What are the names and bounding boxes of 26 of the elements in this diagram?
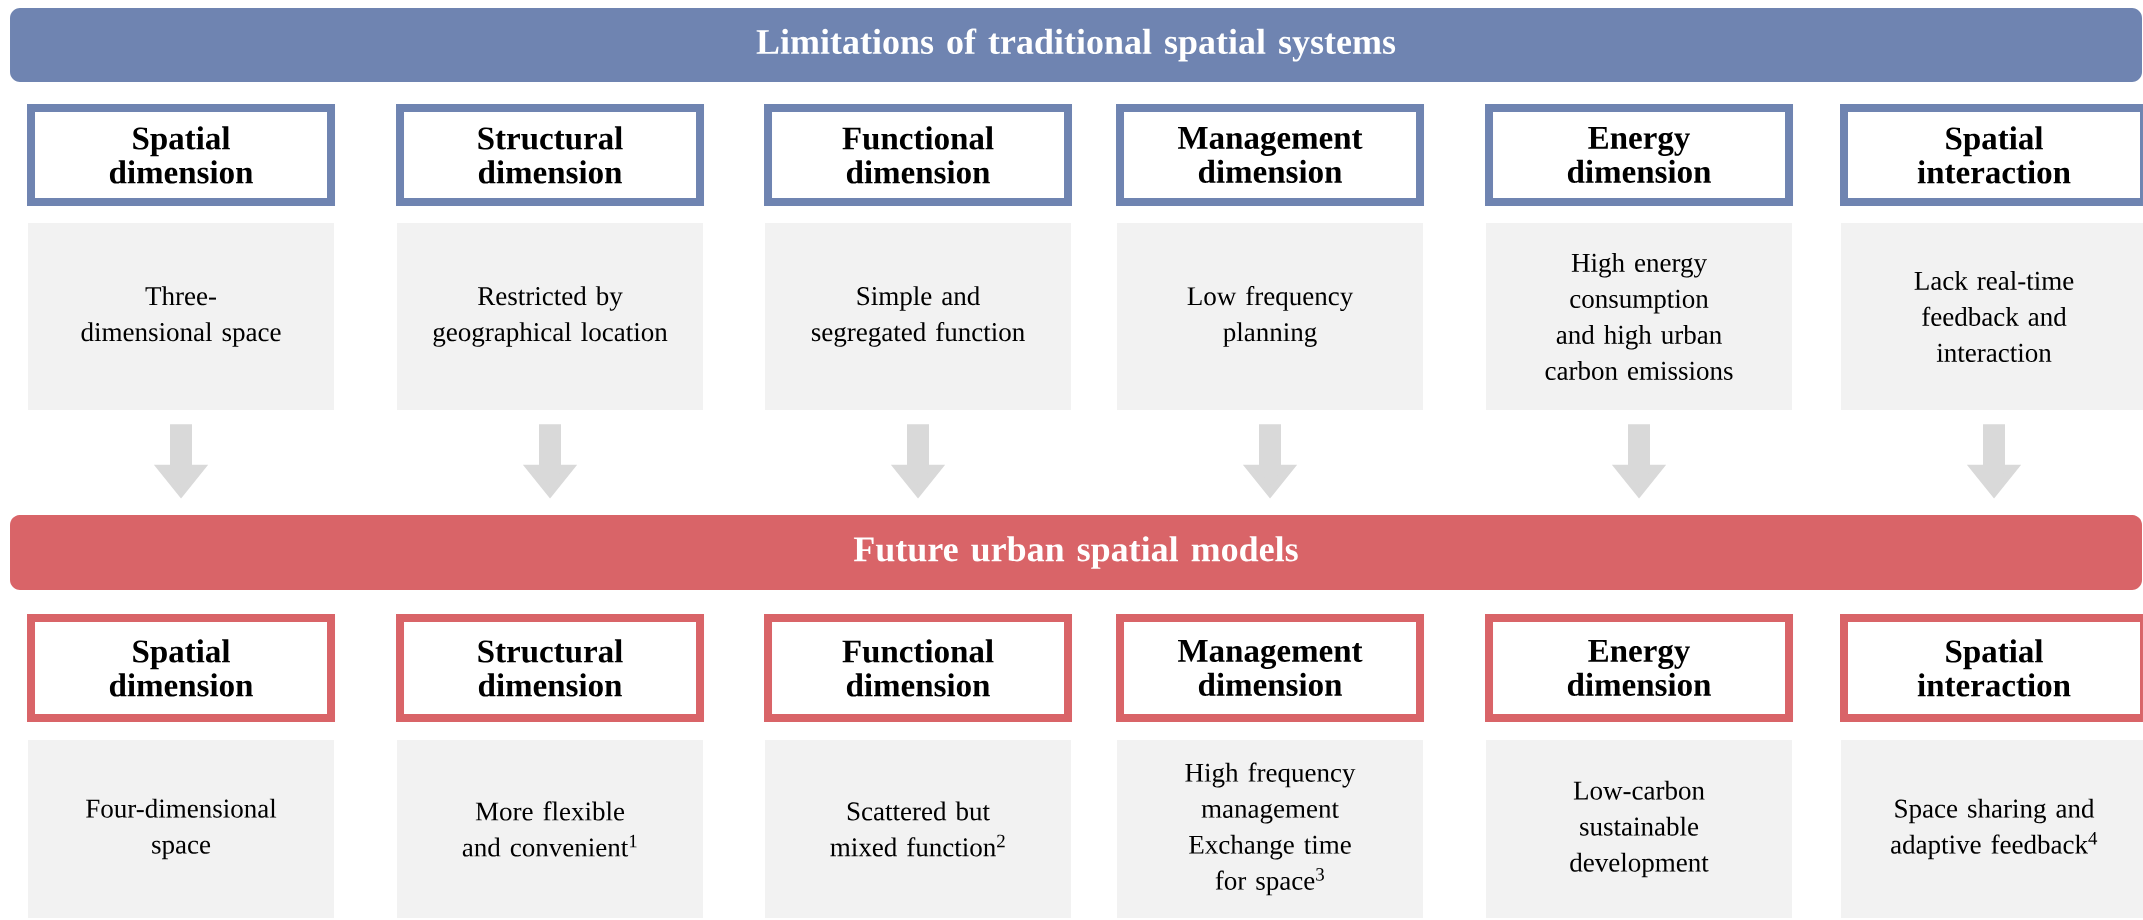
heading-box: Spatial dimension [27,104,335,206]
heading-box: Spatial interaction [1840,614,2143,722]
heading-box: Functional dimension [764,614,1072,722]
text-box: Scattered but mixed function$^{2}$ [765,740,1071,918]
text-box: Simple and segregated function [765,223,1071,410]
text-box: High frequency management Exchange time for space$^{3}$ [1117,740,1423,918]
text-box: Restricted by geographical location [397,223,703,410]
heading-box: Management dimension [1116,614,1424,722]
text-box: Three-dimensional space [28,223,334,410]
title-band: Future urban spatial models [10,515,2142,590]
heading-box: Energy dimension [1485,614,1793,722]
title-band: Limitations of traditional spatial systems [10,8,2142,82]
text-box: Lack real-time feedback and interaction [1841,223,2143,410]
text-box: Four-dimensional space [28,740,334,918]
text-box: Space sharing and adaptive feedback$^{4}$ [1841,740,2143,918]
heading-box: Energy dimension [1485,104,1793,206]
text-box: Low-carbon sustainable development [1486,740,1792,918]
heading-box: Management dimension [1116,104,1424,206]
heading-box: Structural dimension [396,614,704,722]
heading-box: Structural dimension [396,104,704,206]
text-box: Low frequency planning [1117,223,1423,410]
heading-box: Spatial dimension [27,614,335,722]
heading-box: Spatial interaction [1840,104,2143,206]
heading-box: Functional dimension [764,104,1072,206]
text-box: More flexible and convenient$^{1}$ [397,740,703,918]
text-box: High energy consumption and high urban carbon emissions [1486,223,1792,410]
